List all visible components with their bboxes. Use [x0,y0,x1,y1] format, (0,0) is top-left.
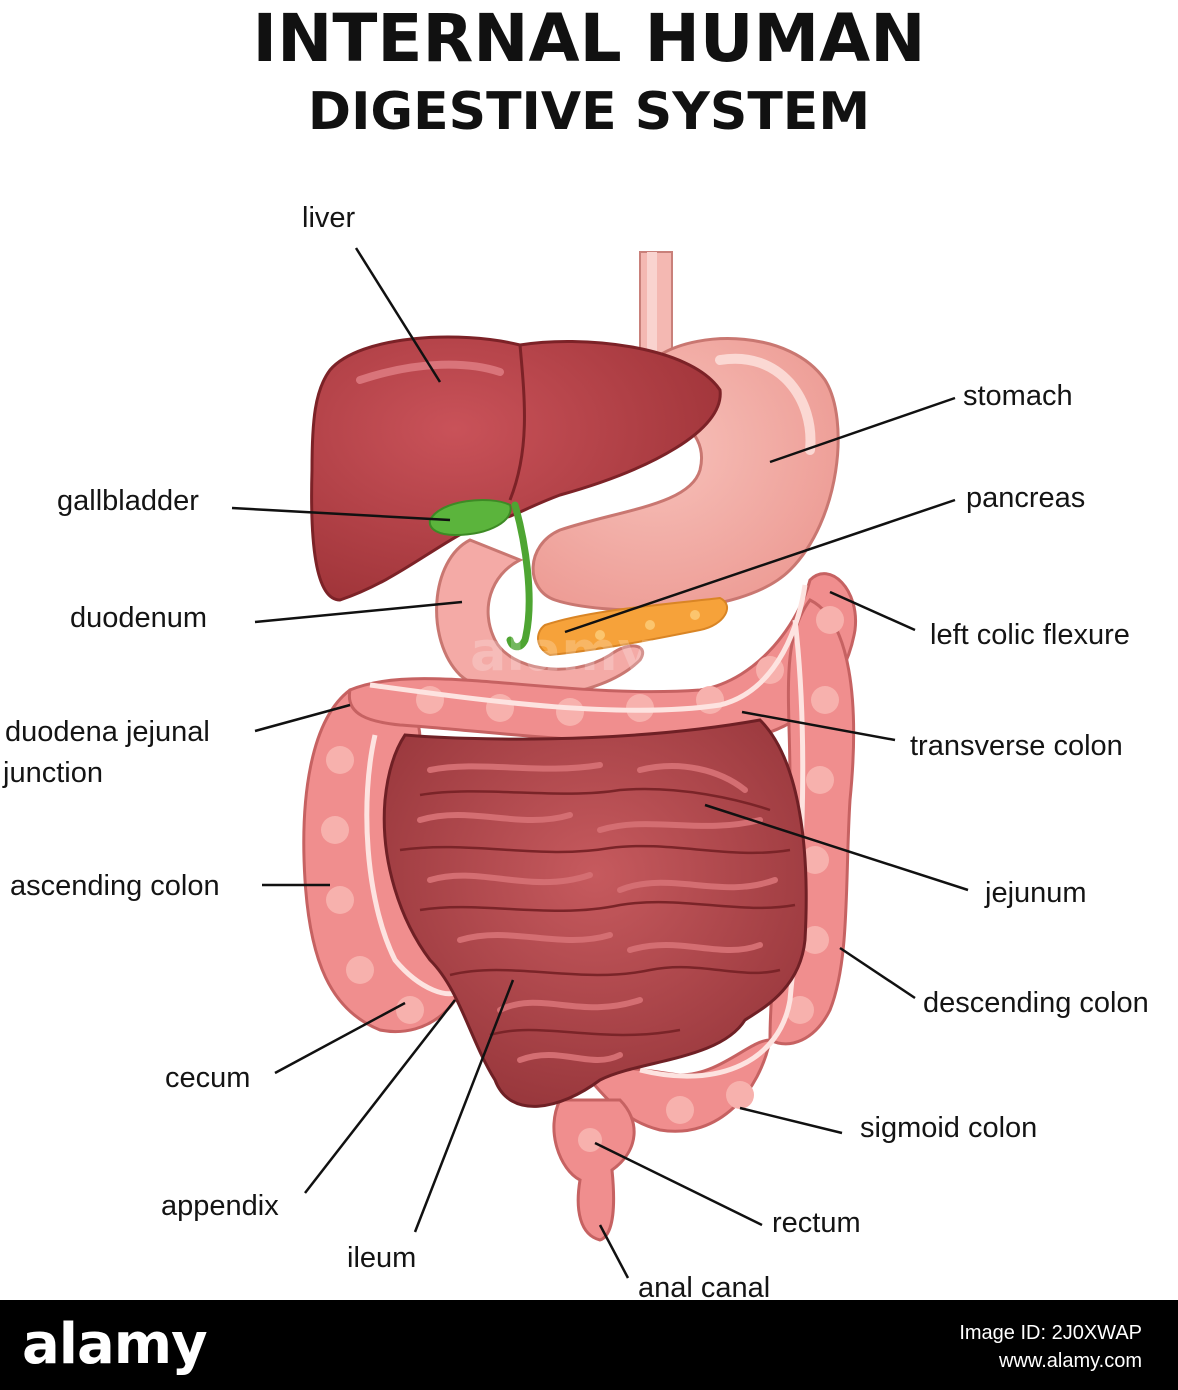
label-duodenum: duodenum [70,602,208,634]
label-appendix: appendix [161,1190,279,1222]
image-id: Image ID: 2J0XWAP [959,1322,1142,1344]
label-stomach: stomach [963,380,1073,412]
small-intestine [382,718,808,1108]
label-junction: junction [3,757,103,789]
duodenum [435,538,644,698]
label-duodena-jejunal: duodena jejunal [5,716,210,748]
label-liver: liver [302,202,356,234]
label-rectum: rectum [772,1207,861,1239]
alamy-logo: alamy [22,1312,208,1377]
label-gallbladder: gallbladder [57,485,199,517]
liver [310,335,722,602]
title-line-2: DIGESTIVE SYSTEM [307,82,871,142]
label-cecum: cecum [165,1062,251,1094]
label-anal-canal: anal canal [638,1272,771,1304]
label-sigmoid-colon: sigmoid colon [860,1112,1038,1144]
stomach [531,337,840,612]
label-ascending-colon: ascending colon [10,870,220,902]
gallbladder [428,499,533,651]
label-ileum: ileum [347,1242,417,1274]
title-line-1: INTERNAL HUMAN [252,0,926,77]
label-pancreas: pancreas [966,482,1086,514]
label-jejunum: jejunum [985,877,1087,909]
digestive-system-illustration [231,247,969,1279]
site-url: www.alamy.com [999,1350,1142,1372]
label-descending-colon: descending colon [923,987,1149,1019]
esophagus [639,251,673,363]
footer-bar: alamy Image ID: 2J0XWAP www.alamy.com [0,1300,1178,1390]
label-left-colic-flexure: left colic flexure [930,619,1130,651]
leader-lines [231,247,969,1279]
label-transverse-colon: transverse colon [910,730,1123,762]
